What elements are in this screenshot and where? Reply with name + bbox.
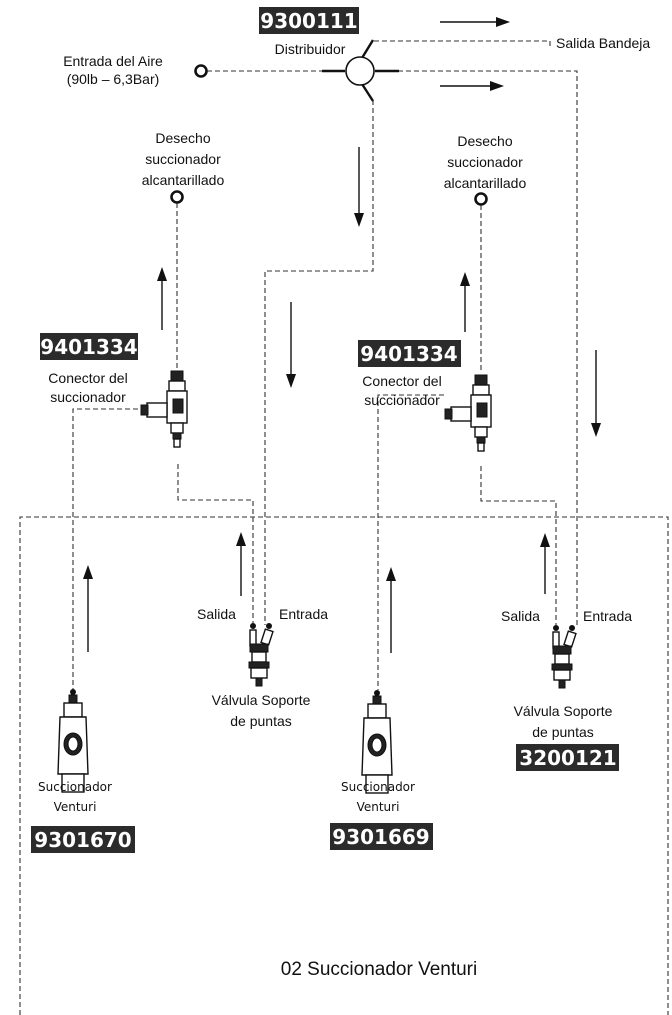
waste-right-port-icon	[474, 192, 488, 206]
distributor-label: Distribuidor	[275, 41, 346, 57]
diagram-title: 02 Succionador Venturi	[281, 959, 477, 980]
distributor-code-box	[259, 7, 359, 34]
venturi-right-code-box	[330, 823, 433, 850]
venturi-left-code-box	[31, 826, 135, 853]
venturi-left-icon	[57, 688, 89, 793]
venturi-right-code: 9301669	[332, 825, 429, 849]
valve-left-out-label: Salida	[197, 606, 236, 622]
venturi-right-line1: Succionador	[341, 780, 415, 794]
valve-right-line2: de puntas	[532, 724, 594, 740]
valve-right-icon	[551, 624, 577, 689]
waste-left-port-icon	[170, 190, 184, 204]
distributor-icon	[322, 39, 399, 102]
waste-right-line3: alcantarillado	[444, 175, 527, 191]
connector-left-code-box	[40, 333, 138, 360]
venturi-right-icon	[361, 689, 393, 794]
connector-left-code: 9401334	[40, 335, 137, 359]
air-inlet-label: Entrada del Aire	[63, 53, 163, 69]
valve-right-code: 3200121	[519, 746, 616, 770]
valve-left-line1: Válvula Soporte	[212, 692, 311, 708]
valve-right-out-label: Salida	[501, 608, 540, 624]
connector-left-line2: succionador	[50, 389, 126, 405]
flow-arrows	[83, 17, 601, 653]
air-inlet-pressure: (90lb – 6,3Bar)	[67, 71, 160, 87]
venturi-right-line2: Venturi	[357, 800, 400, 814]
venturi-left-line2: Venturi	[54, 800, 97, 814]
waste-left-line1: Desecho	[155, 130, 210, 146]
connector-left-icon	[140, 370, 188, 448]
waste-left-line2: succionador	[145, 151, 221, 167]
enclosure-line	[19, 516, 669, 1015]
tray-outlet-label: Salida Bandeja	[556, 35, 650, 51]
valve-left-in-label: Entrada	[279, 606, 328, 622]
venturi-left-line1: Succionador	[38, 780, 112, 794]
valve-left-line2: de puntas	[230, 713, 292, 729]
connector-right-code-box	[358, 340, 461, 367]
venturi-left-code: 9301670	[34, 828, 131, 852]
connector-right-icon	[444, 374, 492, 452]
distributor-code: 9300111	[260, 9, 357, 33]
valve-right-code-box	[516, 744, 619, 771]
connector-left-line1: Conector del	[48, 370, 127, 386]
waste-right-line2: succionador	[447, 154, 523, 170]
flow-lines	[72, 40, 578, 690]
valve-right-line1: Válvula Soporte	[514, 703, 613, 719]
connector-right-code: 9401334	[360, 342, 457, 366]
valve-left-icon	[248, 622, 274, 687]
valve-right-in-label: Entrada	[583, 608, 632, 624]
waste-left-line3: alcantarillado	[142, 172, 225, 188]
air-inlet-port-icon	[194, 64, 208, 78]
connector-right-line1: Conector del	[362, 373, 441, 389]
connector-right-line2: succionador	[364, 392, 440, 408]
waste-right-line1: Desecho	[457, 133, 512, 149]
